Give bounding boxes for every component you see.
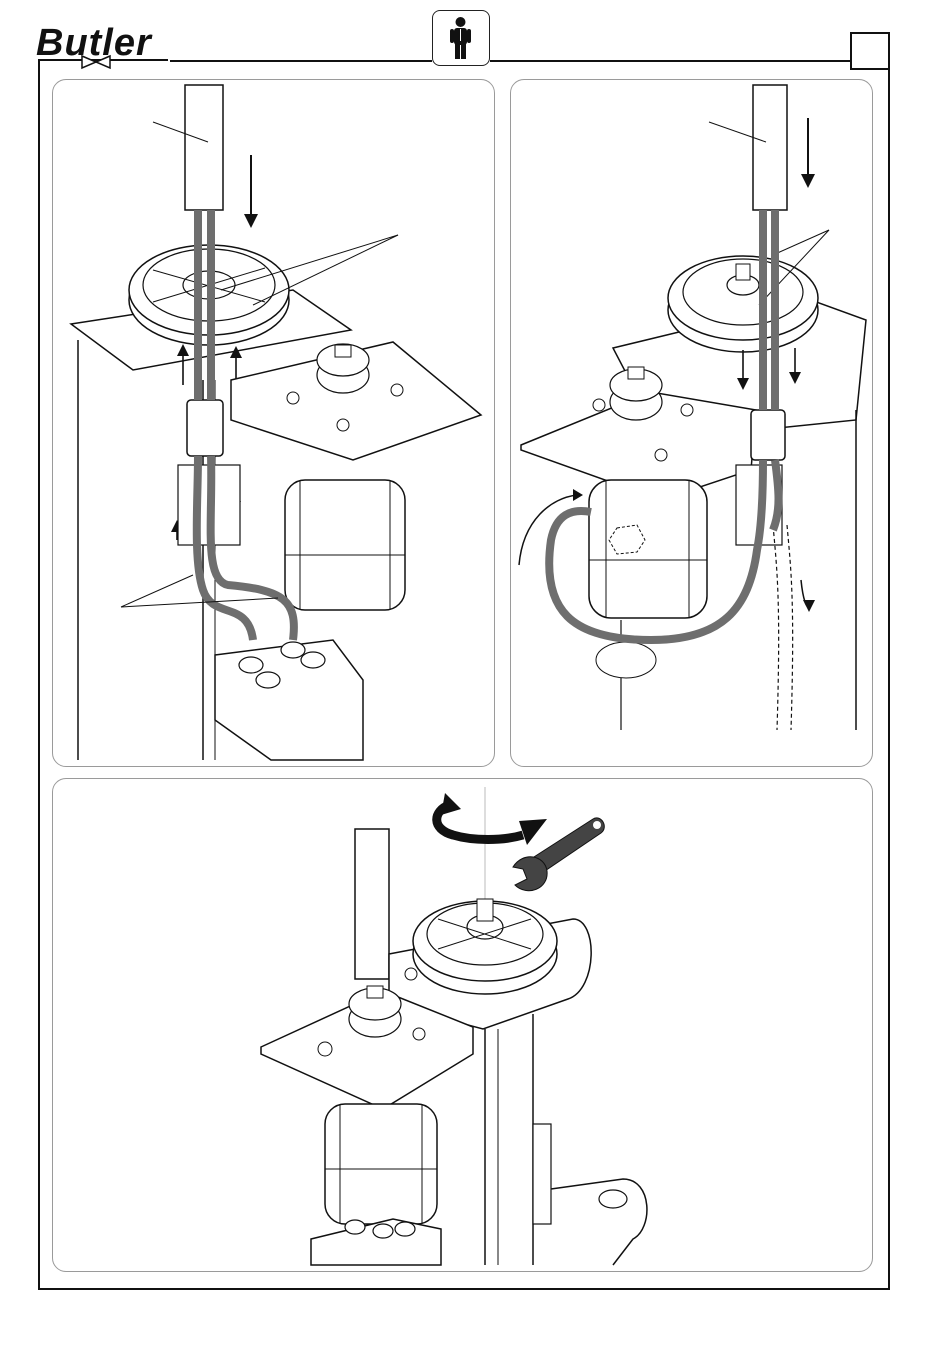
- panel-cable-routing-front: [52, 79, 495, 767]
- down-arrow-icon: [244, 155, 258, 228]
- pulley-tightening-drawing: [53, 779, 873, 1272]
- panel-cable-routing-rear: [510, 79, 873, 767]
- down-arrow-icon: [801, 118, 815, 188]
- cable-routing-rear-drawing: [511, 80, 873, 767]
- operator-icon: [432, 10, 490, 66]
- cable-routing-front-drawing: [53, 80, 495, 767]
- panel-pulley-tightening: [52, 778, 873, 1272]
